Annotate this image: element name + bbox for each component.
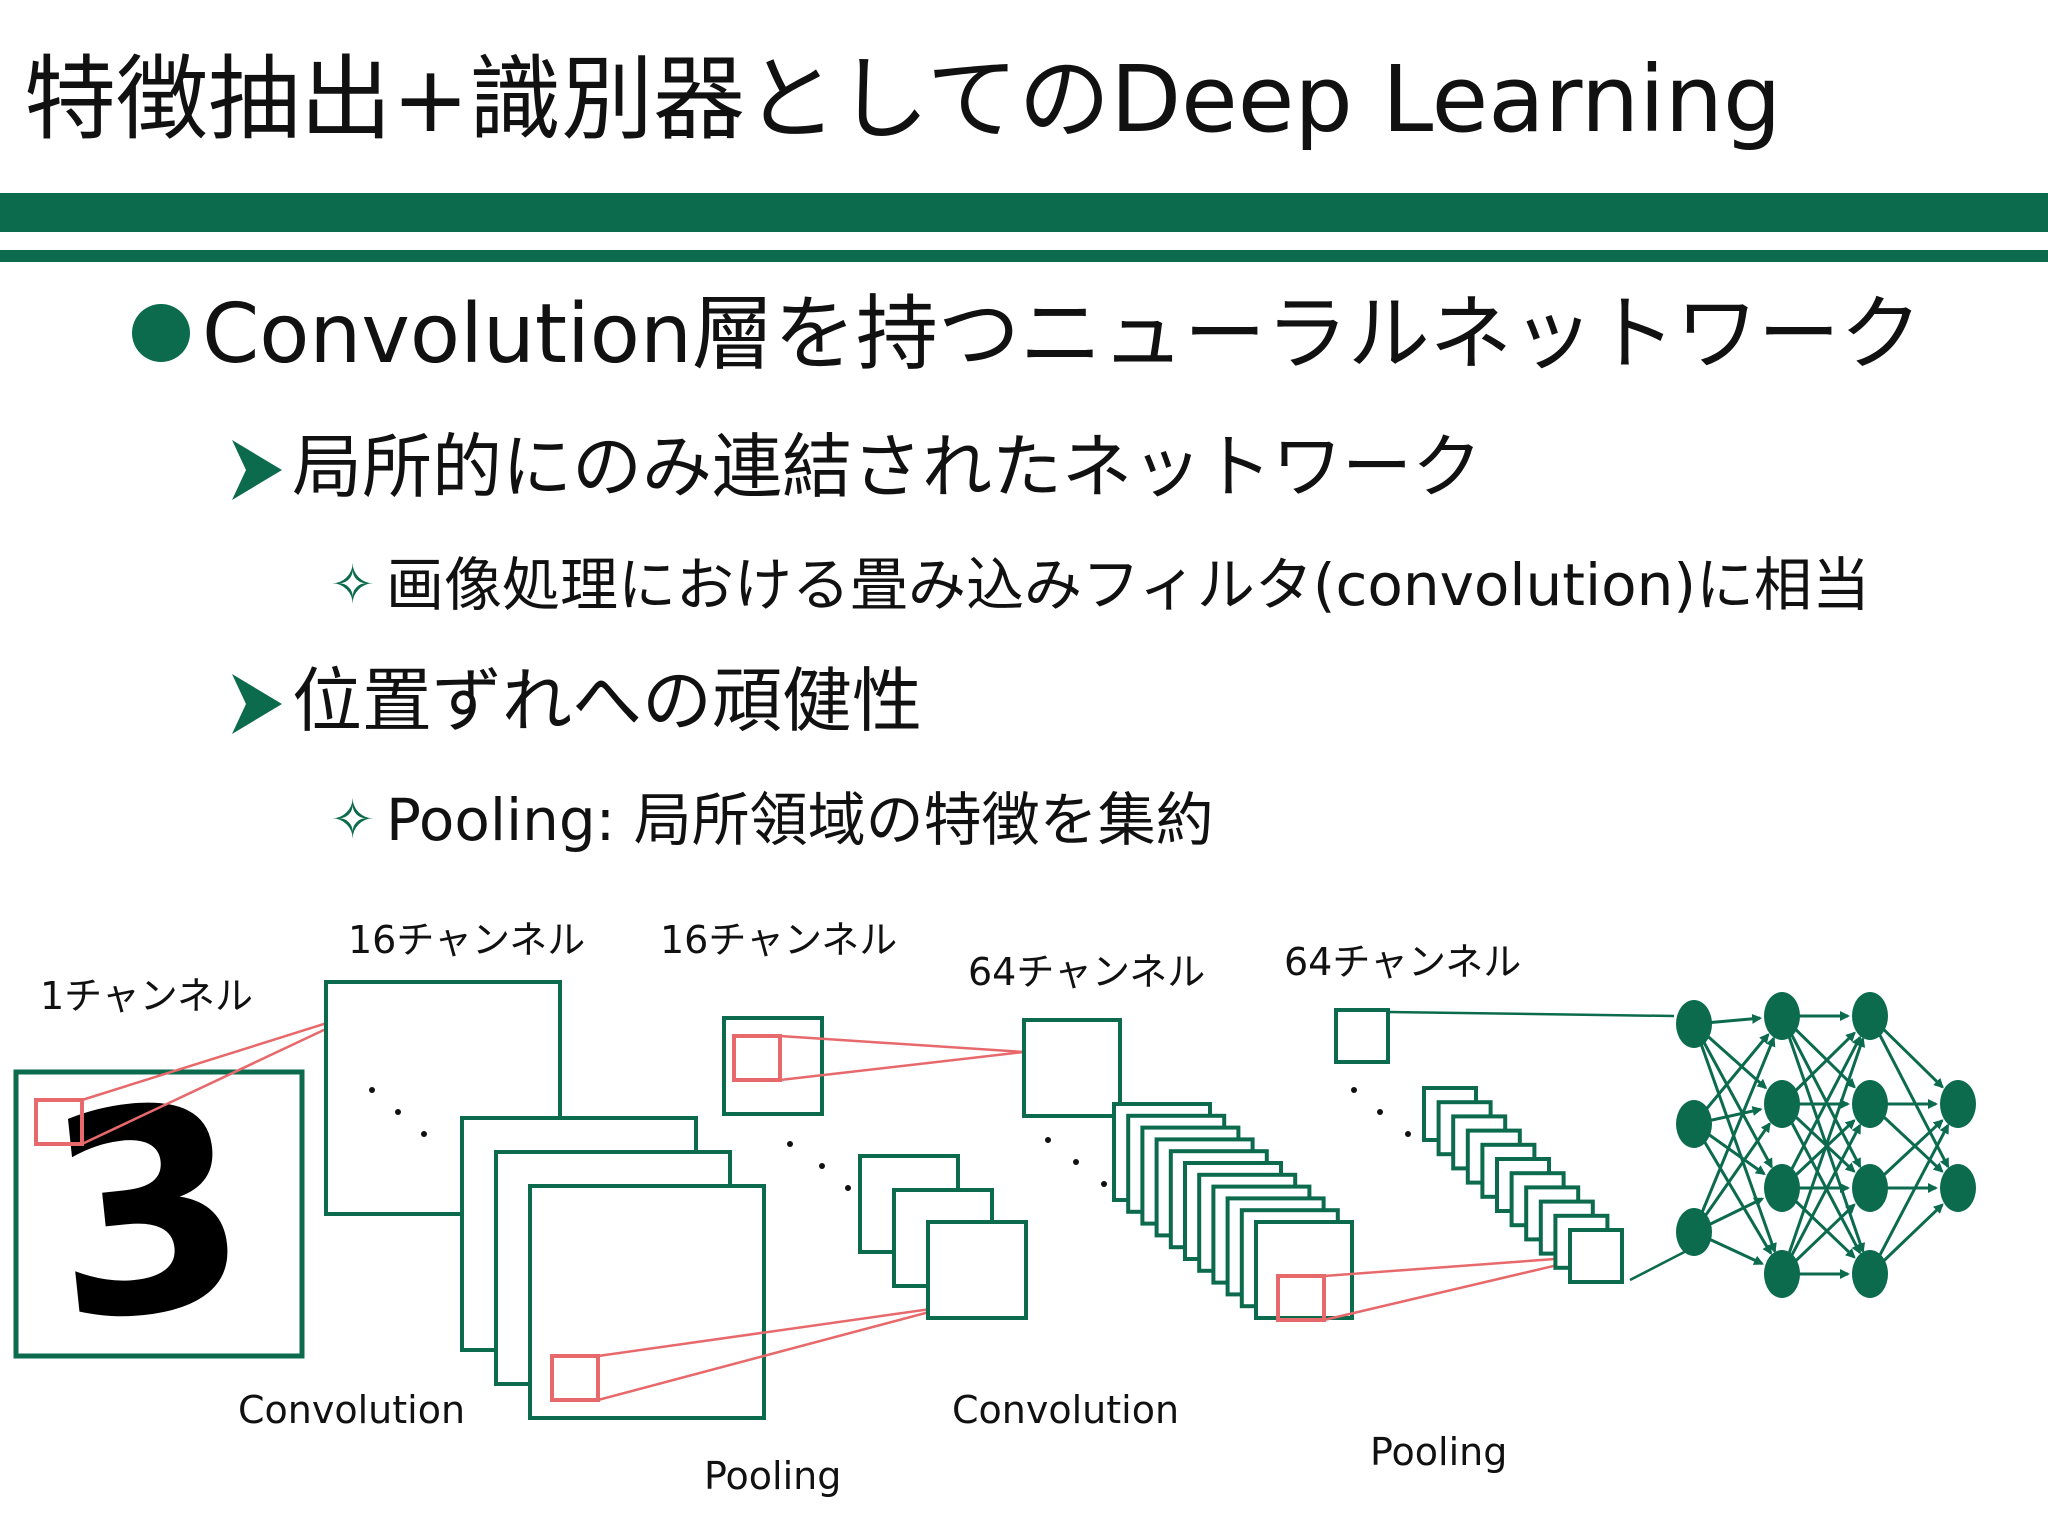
receptive-field-box xyxy=(550,1354,600,1402)
neuron-node xyxy=(1852,1250,1888,1298)
neuron-node xyxy=(1852,992,1888,1040)
label-1-channel: 1チャンネル xyxy=(40,974,254,1018)
fully-connected-network xyxy=(1676,992,1976,1298)
neuron-node xyxy=(1852,1080,1888,1128)
slide-title: 特徴抽出+識別器としてのDeep Learning xyxy=(24,46,1782,153)
label-64-channel-conv: 64チャンネル xyxy=(968,950,1206,994)
input-digit-glyph: 3 xyxy=(34,1042,262,1387)
bullet-dot-icon xyxy=(132,304,190,362)
neuron-node xyxy=(1764,1250,1800,1298)
fc-connection xyxy=(1868,1015,1950,1169)
fc-connection xyxy=(1780,1123,1862,1275)
label-convolution-1: Convolution xyxy=(238,1388,466,1432)
projection-lines-3 xyxy=(779,1034,1025,1082)
projection-lines-4 xyxy=(1323,1254,1597,1322)
label-pooling-2: Pooling xyxy=(1370,1430,1508,1474)
neuron-node xyxy=(1764,1080,1800,1128)
feature-map xyxy=(1254,1220,1354,1320)
bullet-main: Convolution層を持つニューラルネットワーク xyxy=(202,287,1922,382)
neuron-node xyxy=(1764,992,1800,1040)
fc-connection xyxy=(1868,1123,1950,1275)
arrow-bullet-icon xyxy=(232,674,282,734)
star-bullet-icon: ✧ xyxy=(330,553,376,616)
conv1-feature-maps xyxy=(324,980,766,1420)
fc-connection xyxy=(1692,1023,1773,1169)
neuron-node xyxy=(1676,1000,1712,1048)
pool1-feature-maps xyxy=(722,1016,1028,1320)
projection-lines-2 xyxy=(597,1304,953,1402)
pool2-feature-maps xyxy=(1334,1008,1624,1284)
label-16-channel-pool: 16チャンネル xyxy=(660,918,898,962)
neuron-node xyxy=(1852,1164,1888,1212)
bullet-sub1-detail: 画像処理における畳み込みフィルタ(convolution)に相当 xyxy=(386,551,1871,619)
label-64-channel-pool: 64チャンネル xyxy=(1284,940,1522,984)
receptive-field-box xyxy=(1276,1274,1326,1322)
bullet-sub2: 位置ずれへの頑健性 xyxy=(292,660,922,742)
fc-connection xyxy=(1780,1036,1866,1275)
fc-connection xyxy=(1780,1015,1862,1169)
neuron-node xyxy=(1676,1208,1712,1256)
conv2-feature-maps xyxy=(1022,1018,1354,1322)
label-pooling-1: Pooling xyxy=(704,1454,842,1498)
neuron-node xyxy=(1764,1164,1800,1212)
title-rule-thick xyxy=(0,193,2048,232)
fc-connection xyxy=(1780,1015,1866,1254)
neuron-node xyxy=(1940,1080,1976,1128)
input-image: 3 xyxy=(13,1042,305,1387)
fc-connection xyxy=(1780,1103,1862,1255)
fc-connection xyxy=(1692,1036,1776,1233)
bullet-sub2-detail: Pooling: 局所領域の特徴を集約 xyxy=(386,786,1214,854)
label-convolution-2: Convolution xyxy=(952,1388,1180,1432)
feature-map xyxy=(1568,1228,1624,1284)
fc-connection xyxy=(1692,1123,1773,1256)
arrow-bullet-icon xyxy=(232,440,282,500)
fc-connection xyxy=(1780,1035,1862,1189)
label-16-channel-conv: 16チャンネル xyxy=(348,918,586,962)
receptive-field-box xyxy=(34,1098,84,1146)
neuron-node xyxy=(1676,1100,1712,1148)
projection-lines-1 xyxy=(81,1010,363,1146)
star-bullet-icon: ✧ xyxy=(330,788,376,851)
title-rule-thin xyxy=(0,250,2048,262)
bullet-sub1: 局所的にのみ連結されたネットワーク xyxy=(292,426,1482,508)
fc-connection xyxy=(1692,1122,1771,1233)
receptive-field-box xyxy=(732,1034,782,1082)
neuron-node xyxy=(1940,1164,1976,1212)
